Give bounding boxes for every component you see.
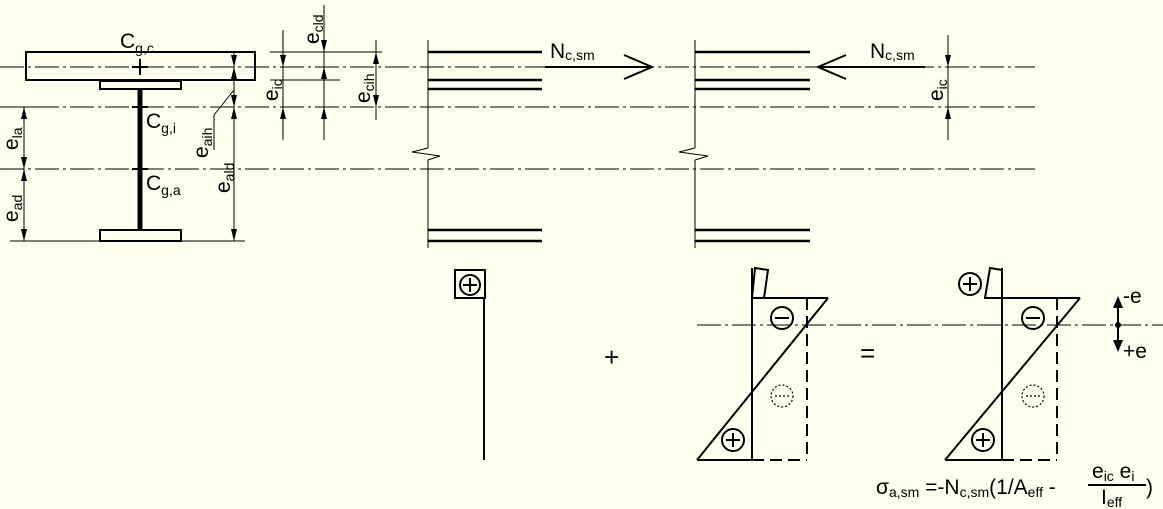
label-n-left: Nc,sm	[550, 40, 595, 63]
label-cg-c: Cg,c	[120, 30, 154, 56]
labels: Cg,c Cg,i Cg,a ela ead eaih eald eic ecl…	[0, 14, 1147, 372]
slab-stress	[750, 266, 770, 299]
stress-diagram-bending	[696, 266, 829, 461]
label-minus-e: -e	[1123, 285, 1142, 308]
label-e-ic: eic	[260, 79, 285, 101]
dimension-e-la-ad	[10, 106, 100, 242]
slab-stress-result	[983, 266, 1003, 299]
label-e-la: ela	[0, 127, 25, 150]
dimension-e-ald	[181, 52, 245, 242]
label-cg-i: Cg,i	[146, 110, 176, 136]
sign-indicator	[1113, 296, 1123, 352]
label-n-right: Nc,sm	[870, 40, 915, 63]
label-plus-e: +e	[1123, 340, 1147, 363]
formula-numerator: eic ei	[1092, 460, 1134, 484]
formula-close: )	[1146, 476, 1153, 499]
bottom-steel-flange	[99, 229, 182, 242]
leader-e-aih	[213, 89, 235, 116]
beam-elevation-left	[411, 40, 655, 248]
label-e-cld: ecld	[301, 14, 326, 44]
dimension-e-ic-cld-cih	[270, 5, 382, 140]
equals-operator: =	[860, 338, 875, 368]
cross-section	[25, 51, 256, 242]
label-e-aih: eaih	[190, 128, 215, 158]
beam-elevation-right	[678, 35, 951, 248]
label-cg-a: Cg,a	[146, 172, 181, 198]
formula-denominator: Ieff	[1101, 486, 1122, 509]
top-steel-flange	[99, 80, 182, 90]
formula-main: σa,sm =-Nc,sm(1/Aeff -	[876, 476, 1056, 500]
label-e-ic-right: eic	[925, 79, 950, 101]
label-e-ald: eald	[212, 163, 237, 193]
compression-block	[454, 269, 486, 299]
stress-diagram-axial	[454, 269, 486, 460]
label-e-ad: ead	[0, 195, 25, 222]
label-e-cih: ecih	[352, 73, 377, 103]
stress-diagram-result	[944, 266, 1081, 461]
plus-operator: +	[604, 342, 619, 372]
stress-formula: σa,sm =-Nc,sm(1/Aeff - eic ei Ieff )	[876, 460, 1153, 509]
